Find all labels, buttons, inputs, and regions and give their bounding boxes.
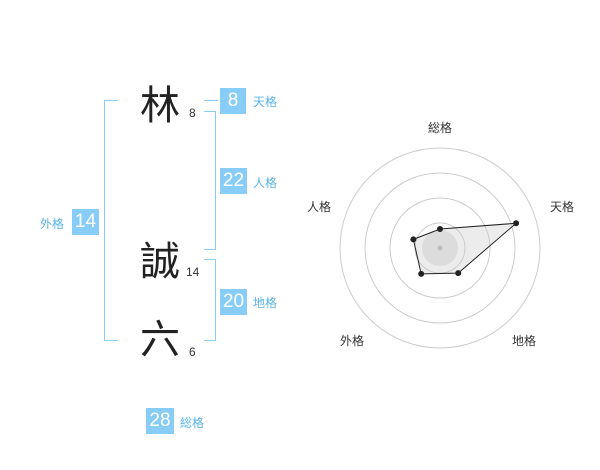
given-char-2: 六 bbox=[140, 317, 180, 363]
radar-point-2 bbox=[513, 220, 520, 227]
radar-axis-label-4: 外格 bbox=[340, 333, 364, 348]
radar-ring-3 bbox=[364, 172, 516, 324]
given-char-1: 誠 bbox=[140, 239, 180, 285]
surname-char: 林 bbox=[140, 83, 180, 129]
radar-point-4 bbox=[418, 270, 425, 277]
surname-stroke-count: 8 bbox=[189, 106, 196, 120]
radar-axis-label-3: 地格 bbox=[512, 333, 536, 348]
tenkaku-bracket bbox=[204, 100, 218, 101]
given-char-1-stroke-count: 14 bbox=[186, 265, 200, 279]
radar-center-dot bbox=[437, 245, 443, 251]
radar-axis-label-1: 総格 bbox=[428, 120, 452, 135]
radar-point-3 bbox=[455, 270, 462, 277]
given-char-2-stroke-count: 6 bbox=[189, 345, 196, 359]
chikaku-label: 地格 bbox=[253, 296, 278, 310]
jinkaku-label: 人格 bbox=[253, 176, 278, 190]
radar-axis-label-5: 人格 bbox=[307, 199, 331, 214]
jinkaku-bracket bbox=[204, 111, 216, 250]
gaikaku-label: 外格 bbox=[40, 217, 65, 231]
jinkaku-value: 22 bbox=[220, 168, 247, 194]
soukaku-label: 総格 bbox=[180, 416, 205, 430]
radar-point-5 bbox=[410, 236, 417, 243]
radar-axis-label-2: 天格 bbox=[550, 199, 574, 214]
chikaku-bracket bbox=[204, 259, 216, 341]
radar-point-1 bbox=[437, 226, 443, 232]
radar-ring-4 bbox=[339, 147, 541, 349]
chikaku-value: 20 bbox=[220, 289, 247, 315]
tenkaku-value: 8 bbox=[220, 88, 246, 114]
radar-series-area bbox=[412, 222, 518, 275]
tenkaku-label: 天格 bbox=[253, 95, 278, 109]
gaikaku-bracket bbox=[104, 100, 118, 341]
soukaku-value: 28 bbox=[146, 408, 174, 434]
gaikaku-value: 14 bbox=[72, 209, 99, 235]
radar-ring-2 bbox=[389, 197, 491, 299]
